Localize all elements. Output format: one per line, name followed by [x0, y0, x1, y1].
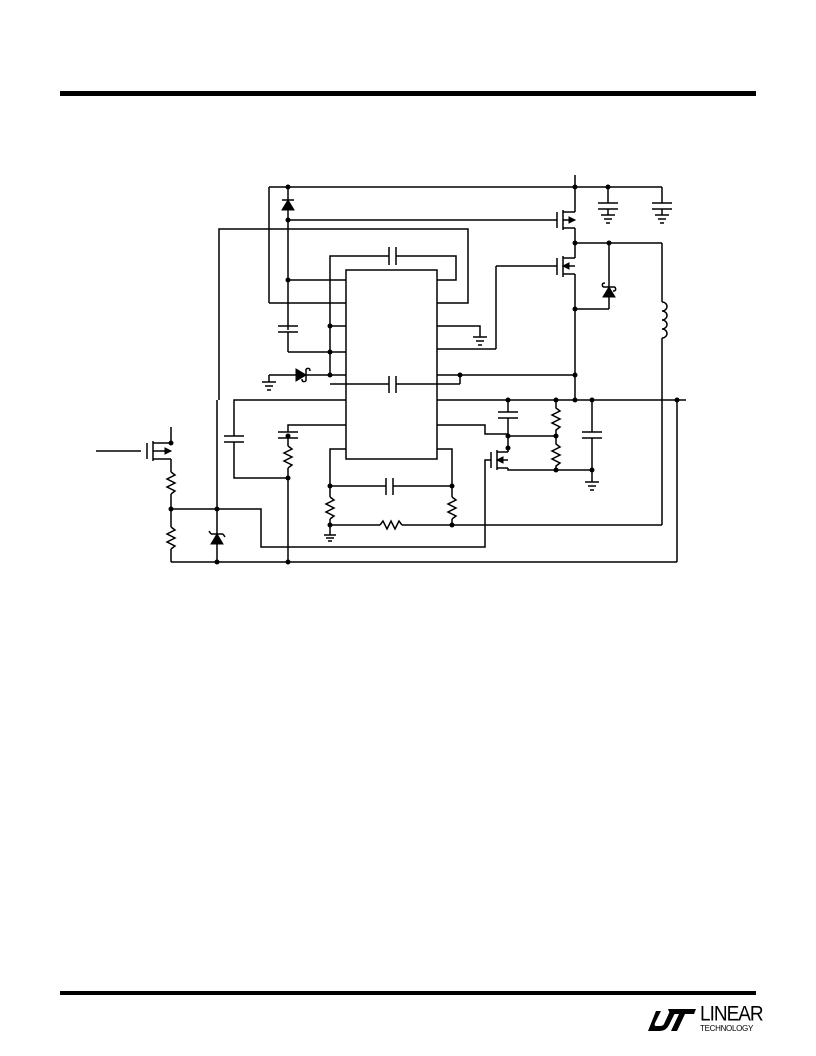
footer-rule [60, 991, 756, 995]
top-rail [268, 175, 662, 304]
resistor-icon [550, 436, 562, 470]
mosfet-icon [556, 206, 577, 243]
diode-icon [281, 187, 295, 330]
capacitor-icon [224, 399, 346, 479]
capacitor-icon [330, 478, 452, 495]
diode-icon [262, 367, 330, 391]
junction-dots [168, 184, 680, 565]
resistor-icon [446, 496, 458, 520]
company-logo: LINEAR TECHNOLOGY [646, 1003, 764, 1035]
capacitor-icon [652, 187, 672, 224]
mosfet-icon [146, 427, 173, 472]
capacitor-icon [278, 325, 330, 353]
ic-package [345, 269, 438, 460]
resistor-icon [324, 496, 336, 520]
ground-icon [437, 325, 487, 346]
capacitor-icon [498, 411, 518, 448]
diode-icon [601, 243, 617, 309]
resistor-icon [379, 519, 403, 531]
header-rule [60, 91, 756, 96]
capacitor-icon [598, 187, 618, 224]
resistor-icon [282, 445, 294, 469]
logo-word-linear: LINEAR [700, 1002, 764, 1026]
resistor-icon [550, 400, 562, 436]
capacitor-icon [329, 247, 457, 327]
inductor-icon [661, 301, 668, 339]
mosfet-icon [556, 243, 576, 400]
logo-word-technology: TECHNOLOGY [700, 1024, 754, 1033]
capacitor-icon [582, 431, 602, 491]
zener-icon [208, 400, 226, 562]
resistor-icon [165, 471, 177, 495]
lt-logo-icon [648, 1009, 696, 1031]
resistor-icon [165, 526, 177, 550]
mosfet-icon [490, 448, 556, 471]
capacitor-icon [330, 375, 461, 393]
